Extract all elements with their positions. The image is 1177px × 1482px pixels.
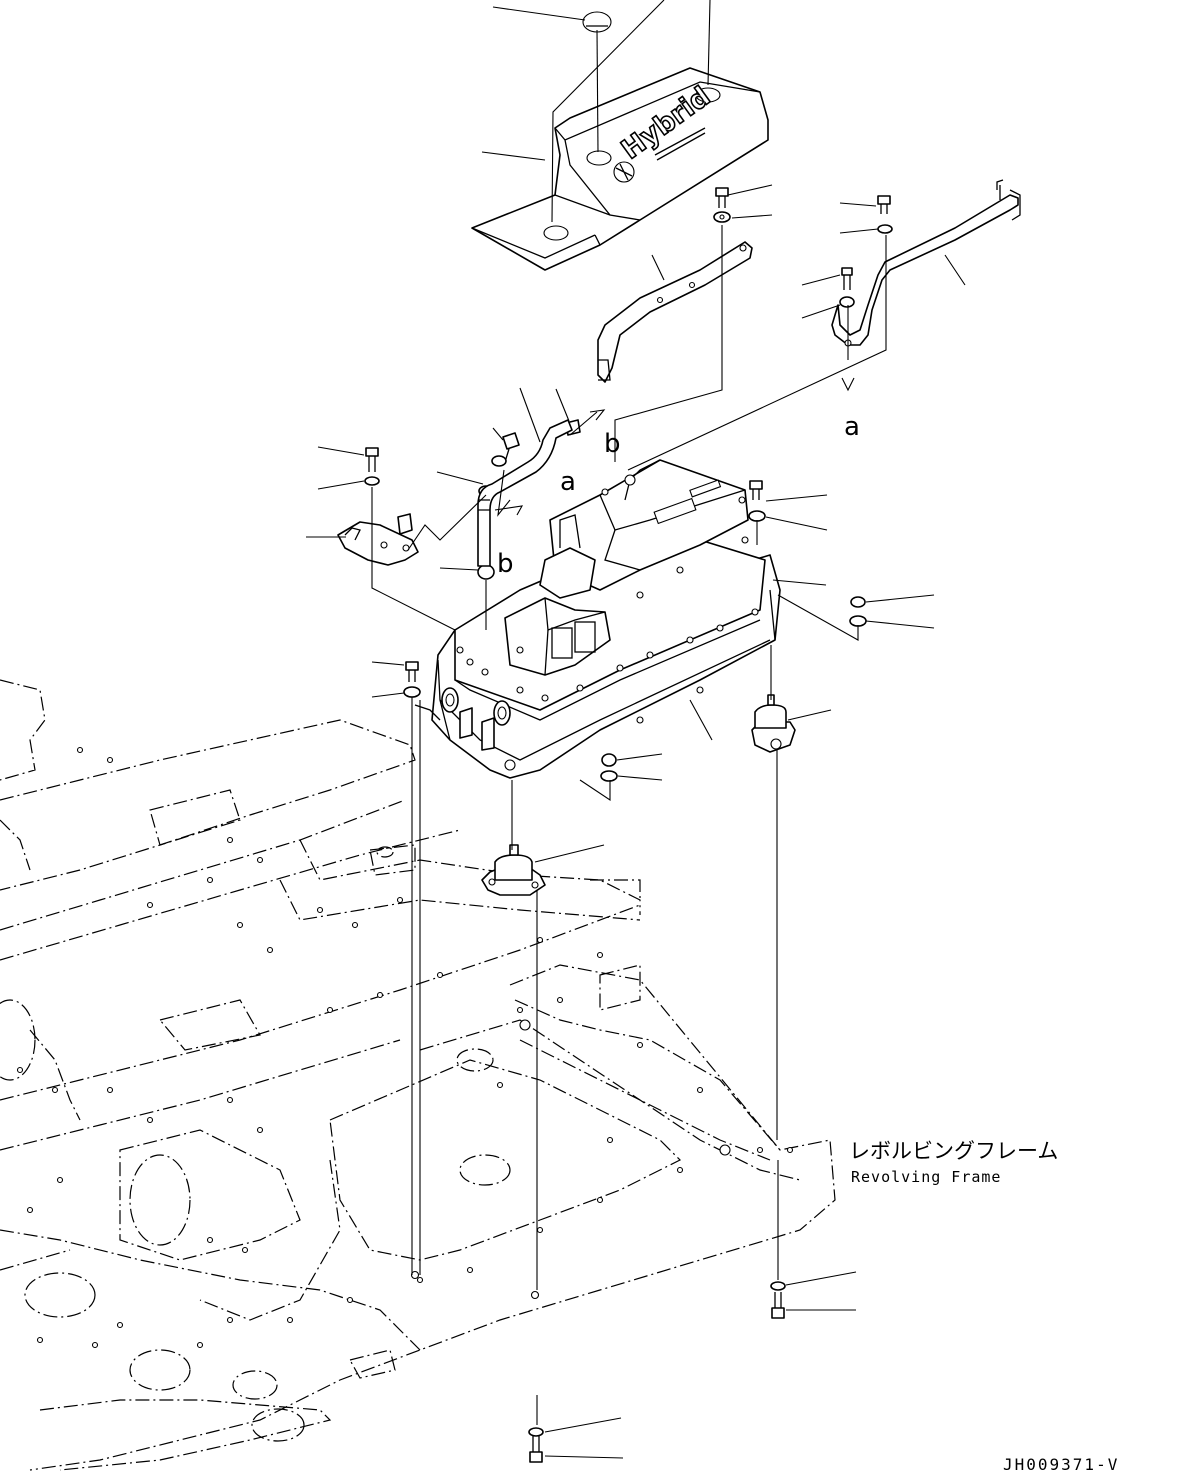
callout-a-top: a — [844, 412, 860, 442]
frame-holes — [16, 746, 794, 1349]
upper-bracket — [597, 241, 753, 383]
callout-a-mid: a — [560, 467, 576, 497]
hose — [477, 419, 573, 567]
revolving-frame — [0, 679, 836, 1471]
frame-label-english: Revolving Frame — [851, 1168, 1001, 1186]
callout-b-mid: b — [497, 549, 514, 579]
hybrid-cover: Hybrid — [471, 11, 769, 271]
main-unit — [414, 459, 781, 779]
mount-left — [481, 844, 546, 896]
leader-lines — [306, 6, 966, 1459]
fasteners — [364, 187, 893, 1463]
mount-right — [751, 694, 796, 753]
drawing-code: JH009371-V — [1003, 1455, 1119, 1474]
frame-label-japanese: レボルビングフレーム — [849, 1139, 1058, 1163]
alignment-lines — [371, 0, 887, 1425]
callout-b-top: b — [604, 429, 621, 459]
unit-bolts — [456, 474, 759, 771]
left-bracket — [337, 513, 419, 566]
